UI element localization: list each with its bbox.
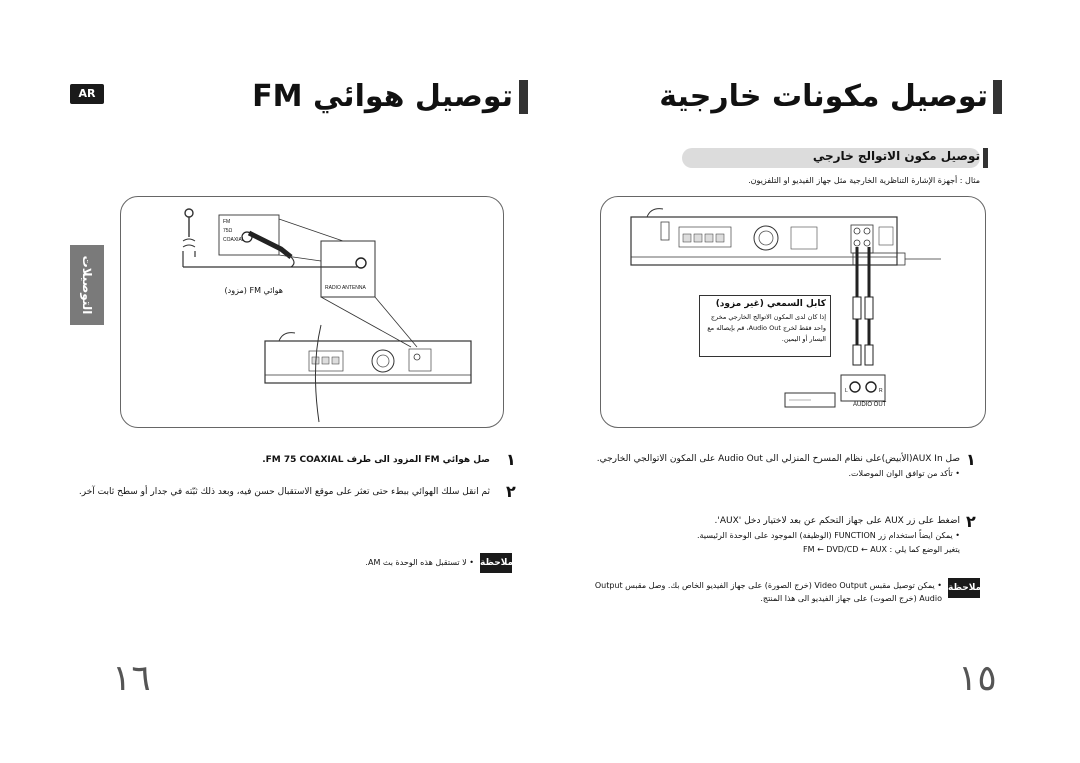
radio-antenna-zoom bbox=[320, 240, 376, 298]
subheading-bar bbox=[983, 148, 988, 168]
antenna-lead bbox=[314, 324, 322, 423]
fm-label: FM bbox=[223, 219, 231, 225]
right-note-line-2: Audio (خرج الصوت) على جهاز الفيديو الى ه… bbox=[760, 594, 942, 603]
aux-connection-diagram: AUDIO OUT L R كابل السمعي (غير مزود) إذا… bbox=[600, 196, 986, 428]
left-channel-label: L bbox=[845, 388, 848, 394]
right-page-title: توصيل مكونات خارجية bbox=[659, 79, 988, 114]
left-step-1-text: صل هوائي FM المزود الى طرف FM 75 COAXIAL… bbox=[262, 455, 490, 465]
coax-plug bbox=[247, 230, 293, 259]
right-step-2-text: اضغط على زر AUX على جهاز التحكم عن بعد ل… bbox=[714, 516, 960, 526]
audio-out-label: AUDIO OUT bbox=[853, 402, 887, 408]
left-title-bar bbox=[519, 80, 528, 114]
power-cord bbox=[646, 208, 664, 218]
antenna-ring bbox=[184, 208, 194, 218]
radio-antenna-label: RADIO ANTENNA bbox=[325, 285, 366, 291]
left-page-number: ١٦ bbox=[112, 658, 151, 699]
left-main-unit-panel bbox=[264, 340, 472, 384]
side-tab-label: التوصيلات bbox=[80, 255, 94, 315]
callout-title: كابل السمعي (غير مزود) bbox=[715, 299, 826, 309]
right-title-bar bbox=[993, 80, 1002, 114]
fm-diagram-drawing bbox=[182, 208, 472, 423]
left-step-1-number: ١ bbox=[506, 450, 516, 469]
language-badge: AR bbox=[70, 84, 104, 104]
right-step-2-sub1: • يمكن ايضاً استخدام زر FUNCTION (الوظيف… bbox=[696, 531, 960, 540]
left-note-line-1: • لا تستقبل هذه الوحدة بث AM. bbox=[365, 558, 474, 567]
subheading-pill bbox=[682, 148, 980, 168]
right-step-1-number: ١ bbox=[966, 450, 976, 469]
right-note-badge: ملاحظة bbox=[948, 578, 981, 598]
fm-antenna-diagram: FM 75Ω COAXIAL RADIO ANTENNA هوائي FM (م… bbox=[120, 196, 504, 428]
right-step-2-sub2: يتغير الوضع كما يلي : FM ← DVD/CD ← AUX bbox=[803, 545, 960, 554]
callout-line-3: اليسار أو اليمين. bbox=[781, 335, 826, 343]
right-step-2-number: ٢ bbox=[966, 512, 976, 531]
right-subheading: توصيل مكون الاتوالج خارجي bbox=[812, 149, 980, 163]
right-channel-label: R bbox=[879, 388, 883, 394]
right-step-1-text: صل AUX In(الأبيض)على نظام المسرح المنزلي… bbox=[596, 454, 960, 464]
left-note-badge: ملاحظة bbox=[480, 553, 513, 573]
left-page-title: توصيل هوائي FM bbox=[252, 79, 513, 114]
callout-line-1: إذا كان لدى المكون الاتوالج الخارجي مخرج bbox=[710, 313, 826, 321]
connections-side-tab: التوصيلات bbox=[70, 245, 104, 325]
right-step-1-sub: • تأكد من توافق الوان الموصلات. bbox=[848, 469, 960, 478]
fm-antenna-caption: هوائي FM (مزود) bbox=[224, 286, 283, 295]
callout-line-2: واحد فقط لخرج Audio Out، قم بإيصاله مع bbox=[707, 324, 826, 332]
left-step-2-text: ثم انقل سلك الهوائي ببطء حتى تعثر على مو… bbox=[78, 487, 490, 497]
right-note-line-1: • يمكن توصيل مقبس Video Output (خرج الصو… bbox=[594, 581, 942, 590]
right-page-number: ١٥ bbox=[958, 658, 997, 699]
audio-cable-callout: كابل السمعي (غير مزود) إذا كان لدى المكو… bbox=[699, 295, 831, 357]
right-intro: مثال : أجهزة الإشارة التناظرية الخارجية … bbox=[748, 176, 980, 185]
fan-vent bbox=[753, 225, 779, 251]
left-step-2-number: ٢ bbox=[506, 482, 516, 501]
aux-diagram-drawing bbox=[630, 208, 941, 408]
coaxial-label: COAXIAL bbox=[223, 237, 245, 243]
ohm-label: 75Ω bbox=[223, 228, 233, 234]
audio-out-panel bbox=[840, 374, 886, 402]
